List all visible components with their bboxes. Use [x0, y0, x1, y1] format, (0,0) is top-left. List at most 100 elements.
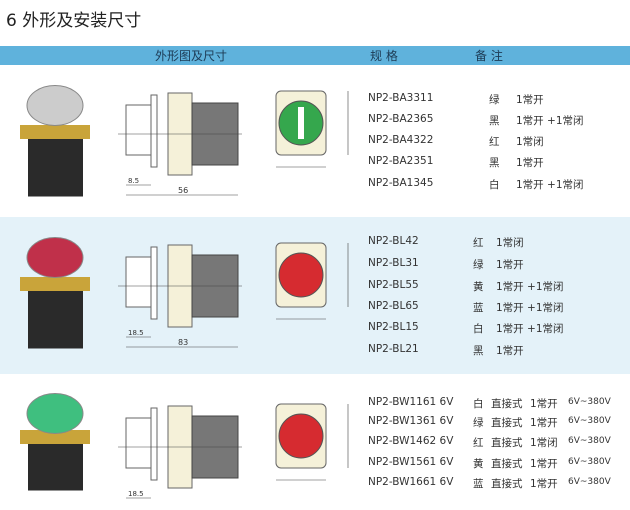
color: 白 — [473, 323, 484, 335]
model-number: NP2-BL21 — [368, 343, 419, 355]
side-view-drawing: 8.5 56 — [118, 92, 242, 196]
header-note: 备 注 — [475, 49, 503, 63]
contact: 1常开 — [516, 157, 544, 169]
mount-bracket — [20, 277, 90, 291]
type: 直接式 — [491, 478, 523, 490]
dim-length: 83 — [178, 338, 188, 347]
section-bw: 18.5 80 NP2-BW1161 6V 白 直接式 1常开 6V~380V N… — [0, 378, 630, 500]
contact: 1常开 +1常闭 — [496, 281, 564, 293]
mount-bracket — [20, 125, 90, 139]
color: 黄 — [473, 281, 484, 293]
contact: 1常开 — [496, 345, 524, 357]
voltage: 6V~380V — [568, 436, 611, 446]
red-o-icon: ○ — [474, 136, 482, 144]
button-head — [26, 393, 84, 434]
product-photo — [20, 85, 90, 197]
contact: 1常开 +1常闭 — [496, 302, 564, 314]
contact: 1常开 — [530, 458, 558, 470]
contact: 1常开 — [496, 259, 524, 271]
model-number: NP2-BL65 — [368, 300, 419, 312]
color: 白 — [489, 179, 500, 191]
button-face — [278, 413, 324, 459]
white-down-arrow-icon: ↓ — [475, 179, 481, 187]
page-title: 6 外形及安装尺寸 — [6, 11, 142, 31]
model-number: NP2-BA1345 — [368, 177, 434, 189]
spec-row: NP2-BL15 白 1常开 +1常闭 — [368, 321, 628, 335]
contact: 1常开 +1常闭 — [496, 323, 564, 335]
color: 红 — [473, 237, 484, 249]
front-view-drawing — [275, 242, 349, 320]
model-number: NP2-BA2365 — [368, 113, 434, 125]
model-number: NP2-BW1161 6V — [368, 396, 454, 408]
contact: 1常开 +1常闭 — [516, 179, 584, 191]
contact-block — [28, 435, 83, 491]
spec-row: NP2-BW1161 6V 白 直接式 1常开 6V~380V — [368, 396, 628, 410]
table-header: 外形图及尺寸 规 格 备 注 — [0, 46, 630, 65]
voltage: 6V~380V — [568, 397, 611, 407]
spec-row: NP2-BL55 黄 1常开 +1常闭 — [368, 279, 628, 293]
contact: 1常开 — [530, 398, 558, 410]
model-number: NP2-BL42 — [368, 235, 419, 247]
dim-offset: 18.5 — [128, 329, 144, 337]
spec-row: NP2-BL31 绿 1常开 — [368, 257, 628, 271]
model-number: NP2-BW1361 6V — [368, 415, 454, 427]
spec-row: NP2-BW1661 6V 蓝 直接式 1常开 6V~380V — [368, 476, 628, 490]
spec-row: NP2-BL65 蓝 1常开 +1常闭 — [368, 300, 628, 314]
color: 绿 — [489, 94, 500, 106]
color: 白 — [473, 398, 484, 410]
spec-row: NP2-BA1345 ↓ 白 1常开 +1常闭 — [368, 177, 628, 191]
model-number: NP2-BW1661 6V — [368, 476, 454, 488]
spec-row: NP2-BW1561 6V 黄 直接式 1常开 6V~380V — [368, 456, 628, 470]
dim-offset: 18.5 — [128, 490, 144, 498]
contact: 1常开 — [516, 94, 544, 106]
button-face — [278, 252, 324, 298]
header-spec: 规 格 — [370, 49, 398, 63]
spec-row: NP2-BL21 黑 1常开 — [368, 343, 628, 357]
front-view-drawing — [275, 403, 349, 481]
black-ii-icon: Ⅱ — [476, 115, 480, 123]
color: 绿 — [473, 417, 484, 429]
button-head — [26, 85, 84, 126]
contact-block — [28, 131, 83, 197]
contact: 1常闭 — [530, 437, 558, 449]
color: 红 — [473, 437, 484, 449]
contact: 1常开 — [530, 417, 558, 429]
model-number: NP2-BW1561 6V — [368, 456, 454, 468]
product-photo — [20, 393, 90, 491]
type: 直接式 — [491, 398, 523, 410]
model-number: NP2-BL15 — [368, 321, 419, 333]
model-number: NP2-BA4322 — [368, 134, 434, 146]
spec-row: NP2-BA4322 ○ 红 1常闭 — [368, 134, 628, 148]
type: 直接式 — [491, 417, 523, 429]
header-drawing: 外形图及尺寸 — [155, 49, 228, 63]
color: 黄 — [473, 458, 484, 470]
contact: 1常开 — [530, 478, 558, 490]
color: 绿 — [473, 259, 484, 271]
type: 直接式 — [491, 437, 523, 449]
model-number: NP2-BL55 — [368, 279, 419, 291]
side-view-drawing: 18.5 83 — [118, 244, 242, 348]
type: 直接式 — [491, 458, 523, 470]
black-up-arrow-icon: ↑ — [475, 157, 481, 165]
color: 蓝 — [473, 302, 484, 314]
color: 黑 — [473, 345, 484, 357]
voltage: 6V~380V — [568, 477, 611, 487]
color: 蓝 — [473, 478, 484, 490]
model-number: NP2-BL31 — [368, 257, 419, 269]
front-view-drawing — [275, 90, 349, 168]
color: 红 — [489, 136, 500, 148]
voltage: 6V~380V — [568, 457, 611, 467]
side-view-drawing: 18.5 80 — [118, 405, 242, 500]
mount-bracket — [20, 430, 90, 444]
contact: 1常闭 — [516, 136, 544, 148]
dim-length: 56 — [178, 186, 188, 195]
model-number: NP2-BA2351 — [368, 155, 434, 167]
spec-row: NP2-BA2351↑黑 1常开 — [368, 155, 628, 169]
color: 黑 — [489, 115, 500, 127]
